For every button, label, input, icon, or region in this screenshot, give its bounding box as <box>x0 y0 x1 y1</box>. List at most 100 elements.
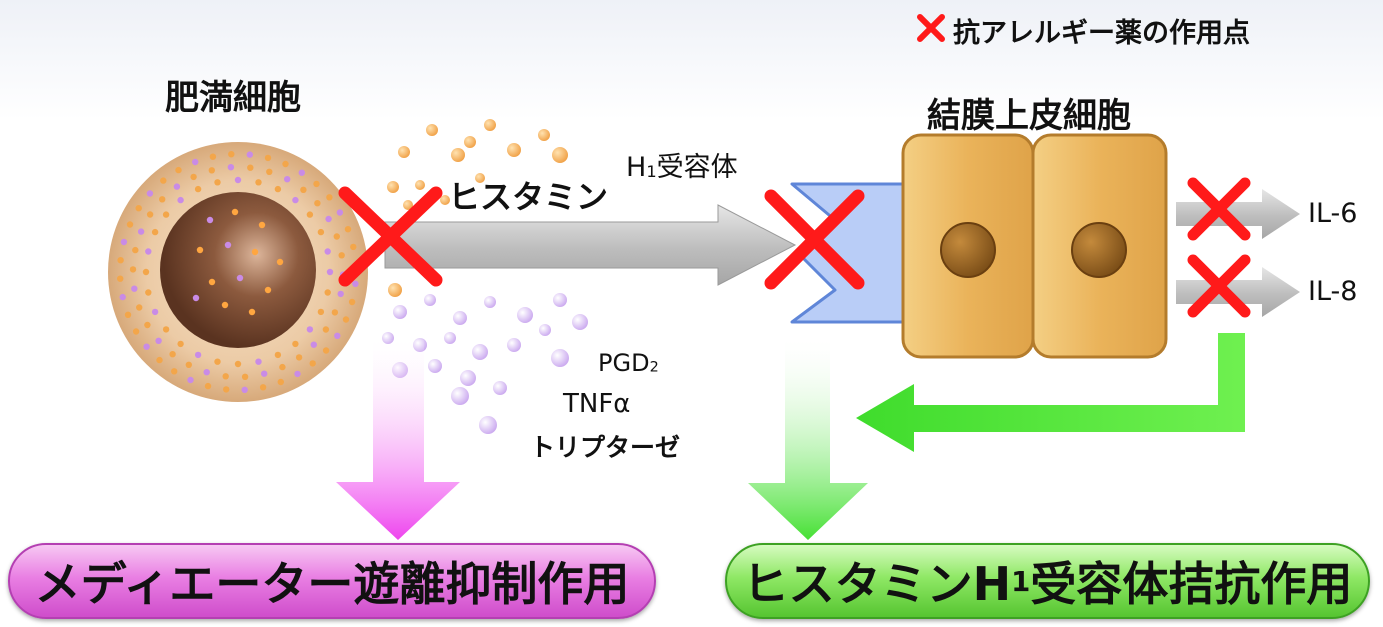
granule <box>155 337 162 344</box>
legend-label: 抗アレルギー薬の作用点 <box>953 18 1250 49</box>
granule <box>259 384 267 391</box>
granule <box>266 168 273 175</box>
histamine-particle <box>484 119 496 131</box>
granule <box>234 176 242 184</box>
granule <box>344 226 352 233</box>
histamine-particle <box>388 283 402 297</box>
mediator-particle <box>428 359 442 373</box>
tryptase-label: トリプターゼ <box>530 433 681 462</box>
granule <box>177 196 184 204</box>
granule <box>129 266 137 273</box>
nucleus-granules <box>192 208 284 316</box>
granule <box>214 179 221 186</box>
granule <box>192 158 199 166</box>
mast-cell-granules <box>117 151 359 393</box>
histamine-particle <box>440 195 450 205</box>
granule <box>142 268 150 276</box>
mediator-particle <box>539 324 551 336</box>
granule <box>209 153 217 160</box>
granule <box>247 164 254 171</box>
conjunctival-cell-label: 結膜上皮細胞 <box>927 96 1131 136</box>
h1-antagonism-text-sub: 1 <box>1011 564 1031 598</box>
receptor-label-rest: 受容体 <box>656 152 738 183</box>
granule <box>324 289 331 296</box>
mediator-release-arrow <box>336 340 460 540</box>
granule <box>282 160 289 168</box>
granule <box>126 221 134 228</box>
granule <box>264 154 272 162</box>
mediator-particle <box>479 416 497 434</box>
granule <box>160 177 167 184</box>
granule <box>251 248 259 256</box>
granule <box>300 186 307 193</box>
histamine-particle <box>464 136 476 148</box>
granule <box>310 341 317 348</box>
granule <box>248 308 256 316</box>
mediator-particle <box>553 293 567 307</box>
granule <box>146 211 154 218</box>
granule <box>338 252 345 259</box>
granule <box>322 326 330 333</box>
pgd-sub: 2 <box>649 359 659 376</box>
histamine-particles <box>387 119 568 297</box>
granule <box>258 221 266 229</box>
granule <box>208 167 215 174</box>
granule <box>276 258 284 266</box>
granule <box>317 228 325 236</box>
il6-label: IL-6 <box>1308 198 1358 229</box>
mediator-particle <box>453 311 467 325</box>
h1-antagonism-arrow <box>748 340 868 540</box>
granule <box>292 340 299 348</box>
conjunctival-epithelial-cells <box>901 133 1168 359</box>
granule <box>246 151 253 158</box>
granule <box>352 280 359 287</box>
granule <box>222 373 229 380</box>
histamine-particle <box>552 147 568 163</box>
granule <box>337 290 344 298</box>
mediator-particle <box>460 370 476 386</box>
il6-arrow <box>1176 189 1300 239</box>
il8-arrow <box>1176 267 1300 317</box>
granule <box>208 278 216 286</box>
granule <box>326 194 333 201</box>
legend-x-icon <box>917 14 945 42</box>
granule <box>314 200 321 207</box>
granule <box>175 166 182 174</box>
cytokine-feedback-arrow <box>856 333 1245 452</box>
mast-cell-nucleus <box>160 192 316 348</box>
granule <box>326 268 334 276</box>
histamine-label: ヒスタミン <box>448 178 609 216</box>
granule <box>203 369 210 376</box>
granule <box>204 382 212 390</box>
granule <box>171 368 178 375</box>
block-receptor-x-icon <box>764 189 865 290</box>
granule <box>336 209 344 216</box>
mediator-particle <box>572 314 588 330</box>
granule <box>120 238 128 246</box>
granule <box>151 308 159 316</box>
histamine-particle <box>398 146 410 158</box>
mediator-particle <box>484 296 496 308</box>
granule <box>325 215 332 223</box>
granule <box>228 151 235 158</box>
granule <box>223 386 230 393</box>
receptor-label-main: H <box>626 152 647 183</box>
granule <box>334 332 341 339</box>
granule <box>224 241 232 249</box>
granule <box>124 311 132 318</box>
granule <box>324 248 331 255</box>
granule <box>119 293 126 301</box>
pgd-main: PGD <box>598 349 650 377</box>
mast-cell-label: 肥満細胞 <box>165 78 301 118</box>
mediator-particle <box>493 381 507 395</box>
granule <box>162 211 170 218</box>
mediator-release-inhibition-text: メディエーター遊離抑制作用 <box>34 557 630 611</box>
granule <box>241 373 249 380</box>
histamine-particle <box>507 143 521 157</box>
granule <box>231 208 239 216</box>
mediator-particle <box>393 305 407 319</box>
granule <box>194 185 202 193</box>
granule <box>145 248 152 255</box>
granule <box>236 274 244 282</box>
mediator-particle <box>507 338 521 352</box>
